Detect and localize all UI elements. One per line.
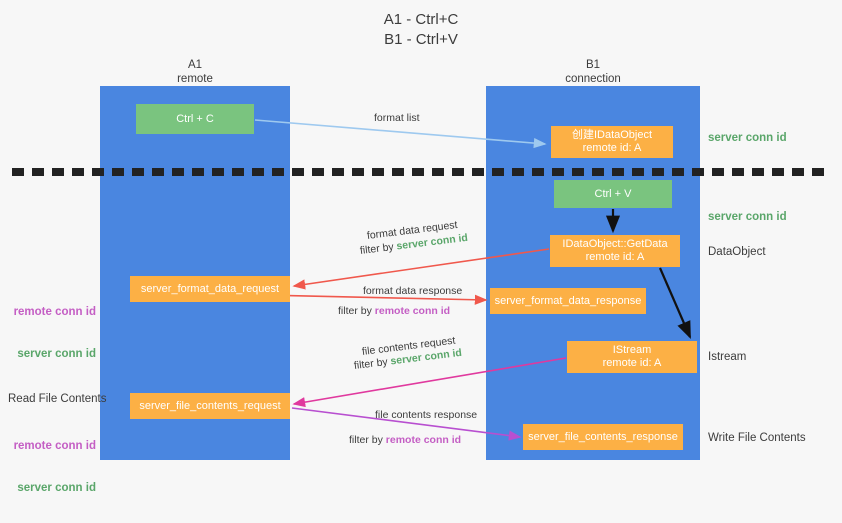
page-title: A1 - Ctrl+C B1 - Ctrl+V — [383, 11, 459, 48]
edge-label-format-data-response: format data response — [363, 285, 463, 297]
node-idataobject-getdata[interactable]: IDataObject::GetData remote id: A — [550, 235, 680, 267]
edge-label-format-data-response-filter: filter by remote conn id — [338, 304, 450, 318]
column-header-a1: A1 remote — [177, 59, 213, 85]
column-header-b1: B1 connection — [565, 59, 621, 85]
filter-prefix: filter by — [359, 240, 398, 257]
node-server-file-contents-response[interactable]: server_file_contents_response — [523, 424, 683, 450]
edge-label-file-contents-response: file contents response — [375, 409, 478, 421]
filter-prefix: filter by — [353, 355, 392, 372]
filter-prefix: filter by — [349, 434, 386, 446]
note-right-server-conn-id-2: server conn id — [708, 211, 787, 223]
filter-value-remote-conn-id: remote conn id — [385, 434, 462, 446]
note-left-read-file-contents: Read File Contents — [8, 393, 107, 405]
diagram-canvas: A1 - Ctrl+C B1 - Ctrl+V A1 remote B1 con… — [8, 11, 828, 494]
note-right-dataobject: DataObject — [708, 246, 766, 258]
note-left-remote-conn-id-2: remote conn id — [13, 440, 96, 452]
node-create-idataobject[interactable]: 创建IDataObject remote id: A — [551, 126, 673, 158]
note-right-istream: Istream — [708, 351, 747, 363]
edge-label-format-list: format list — [374, 112, 420, 124]
dashed-separator — [12, 168, 828, 176]
node-server-format-data-request[interactable]: server_format_data_request — [130, 276, 290, 302]
note-left-remote-conn-id-1: remote conn id — [13, 306, 96, 318]
note-right-write-file-contents: Write File Contents — [708, 432, 806, 444]
node-server-file-contents-request[interactable]: server_file_contents_request — [130, 393, 290, 419]
note-left-server-conn-id-1: server conn id — [17, 348, 96, 360]
note-right-server-conn-id-1: server conn id — [708, 132, 787, 144]
node-ctrl-c[interactable]: Ctrl + C — [136, 104, 254, 134]
filter-prefix: filter by — [338, 305, 375, 317]
note-left-conn-ids-1: remote conn id server conn id — [8, 277, 96, 389]
edge-label-file-contents-response-filter: filter by remote conn id — [349, 433, 461, 447]
node-ctrl-v[interactable]: Ctrl + V — [554, 180, 672, 208]
note-left-conn-ids-2: remote conn id server conn id — [8, 411, 96, 523]
filter-value-remote-conn-id: remote conn id — [374, 305, 451, 317]
node-istream[interactable]: IStream remote id: A — [567, 341, 697, 373]
note-left-server-conn-id-2: server conn id — [17, 482, 96, 494]
node-server-format-data-response[interactable]: server_format_data_response — [490, 288, 646, 314]
